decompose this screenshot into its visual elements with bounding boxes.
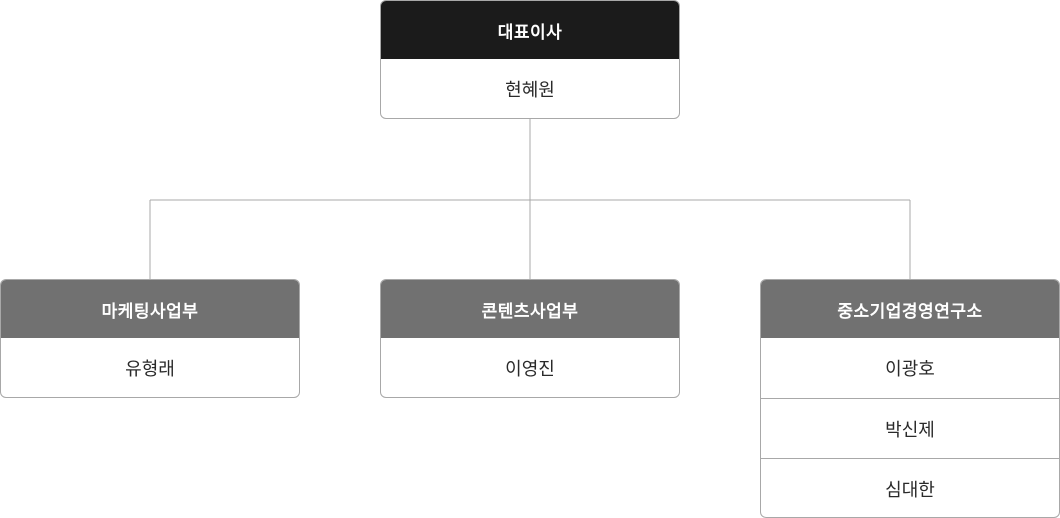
department-node-marketing: 마케팅사업부 유형래 — [0, 279, 300, 398]
ceo-node: 대표이사 현혜원 — [380, 0, 680, 119]
department-title-marketing: 마케팅사업부 — [1, 280, 299, 338]
ceo-title: 대표이사 — [381, 1, 679, 59]
department-title-contents: 콘텐츠사업부 — [381, 280, 679, 338]
marketing-member-list: 유형래 — [1, 338, 299, 397]
department-node-contents: 콘텐츠사업부 이영진 — [380, 279, 680, 398]
ceo-member: 현혜원 — [505, 80, 555, 101]
department-title-research: 중소기업경영연구소 — [761, 280, 1059, 338]
research-member: 이광호 — [885, 359, 935, 380]
marketing-member: 유형래 — [125, 359, 175, 380]
department-node-research: 중소기업경영연구소 이광호 박신제 심대한 — [760, 279, 1060, 518]
research-member: 심대한 — [761, 458, 1059, 517]
ceo-member-list: 현혜원 — [381, 59, 679, 118]
research-member-list: 이광호 박신제 심대한 — [761, 338, 1059, 517]
contents-member: 이영진 — [505, 359, 555, 380]
research-member: 박신제 — [761, 398, 1059, 458]
contents-member-list: 이영진 — [381, 338, 679, 397]
